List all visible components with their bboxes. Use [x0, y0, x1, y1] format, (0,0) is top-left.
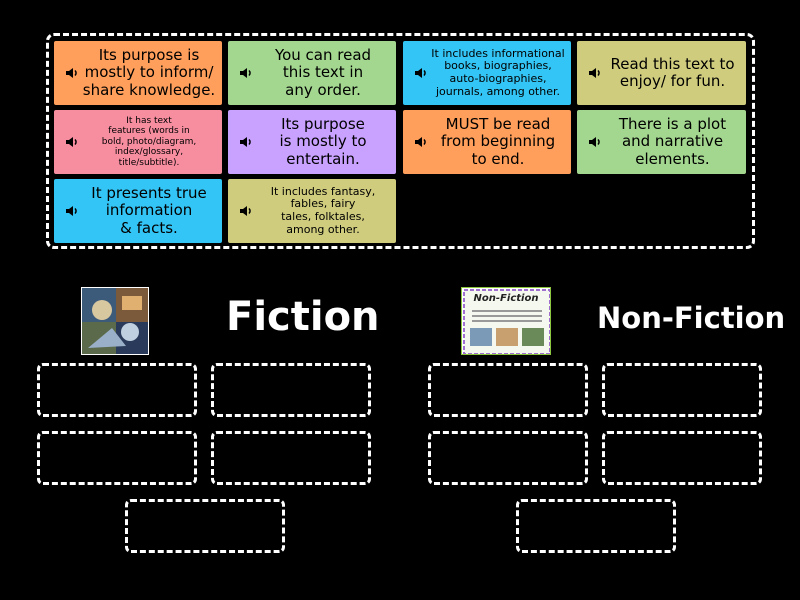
nonfiction-poster-title: Non-Fiction	[473, 293, 539, 304]
card-text: MUST be read from beginning to end.	[440, 115, 556, 168]
speaker-icon[interactable]	[64, 65, 80, 81]
nonfiction-poster-image: Non-Fiction	[461, 287, 551, 355]
speaker-icon[interactable]	[587, 134, 603, 150]
speaker-icon[interactable]	[587, 65, 603, 81]
card-text: It includes fantasy, fables, fairy tales…	[270, 184, 376, 236]
sort-card[interactable]: It has text features (words in bold, pho…	[54, 110, 222, 174]
sort-card[interactable]: Its purpose is mostly to inform/ share k…	[54, 41, 222, 105]
speaker-icon[interactable]	[64, 134, 80, 150]
speaker-icon[interactable]	[238, 65, 254, 81]
sort-card[interactable]: It includes informational books, biograp…	[403, 41, 571, 105]
card-text: Its purpose is mostly to inform/ share k…	[82, 46, 216, 99]
nonfiction-heading: Non-Fiction	[597, 301, 786, 335]
card-text: There is a plot and narrative elements.	[618, 115, 727, 168]
sort-card[interactable]: Its purpose is mostly to entertain.	[228, 110, 396, 174]
speaker-icon[interactable]	[413, 65, 429, 81]
fiction-drop-slot[interactable]	[37, 431, 197, 485]
fiction-drop-slot[interactable]	[211, 363, 371, 417]
card-text: It presents true information & facts.	[91, 184, 207, 237]
nonfiction-drop-slot[interactable]	[428, 363, 588, 417]
card-text: Read this text to enjoy/ for fun.	[610, 54, 735, 90]
card-bank: Its purpose is mostly to inform/ share k…	[46, 33, 755, 249]
speaker-icon[interactable]	[238, 134, 254, 150]
fiction-heading: Fiction	[226, 294, 380, 340]
card-text: You can read this text in any order.	[274, 46, 372, 99]
nonfiction-drop-slot[interactable]	[516, 499, 676, 553]
fiction-drop-slot[interactable]	[37, 363, 197, 417]
sort-card[interactable]: It presents true information & facts.	[54, 179, 222, 243]
nonfiction-drop-slot[interactable]	[602, 363, 762, 417]
fiction-drop-slot[interactable]	[211, 431, 371, 485]
speaker-icon[interactable]	[238, 203, 254, 219]
sort-card[interactable]: Read this text to enjoy/ for fun.	[577, 41, 746, 105]
sort-card[interactable]: You can read this text in any order.	[228, 41, 396, 105]
nonfiction-drop-slot[interactable]	[428, 431, 588, 485]
sort-card[interactable]: It includes fantasy, fables, fairy tales…	[228, 179, 396, 243]
fiction-collage-image	[81, 287, 149, 355]
card-text: Its purpose is mostly to entertain.	[279, 115, 367, 168]
speaker-icon[interactable]	[413, 134, 429, 150]
sort-card[interactable]: There is a plot and narrative elements.	[577, 110, 746, 174]
nonfiction-drop-slot[interactable]	[602, 431, 762, 485]
card-text: It includes informational books, biograp…	[431, 46, 565, 98]
sort-card[interactable]: MUST be read from beginning to end.	[403, 110, 571, 174]
fiction-drop-slot[interactable]	[125, 499, 285, 553]
speaker-icon[interactable]	[64, 203, 80, 219]
card-text: It has text features (words in bold, pho…	[101, 116, 197, 168]
